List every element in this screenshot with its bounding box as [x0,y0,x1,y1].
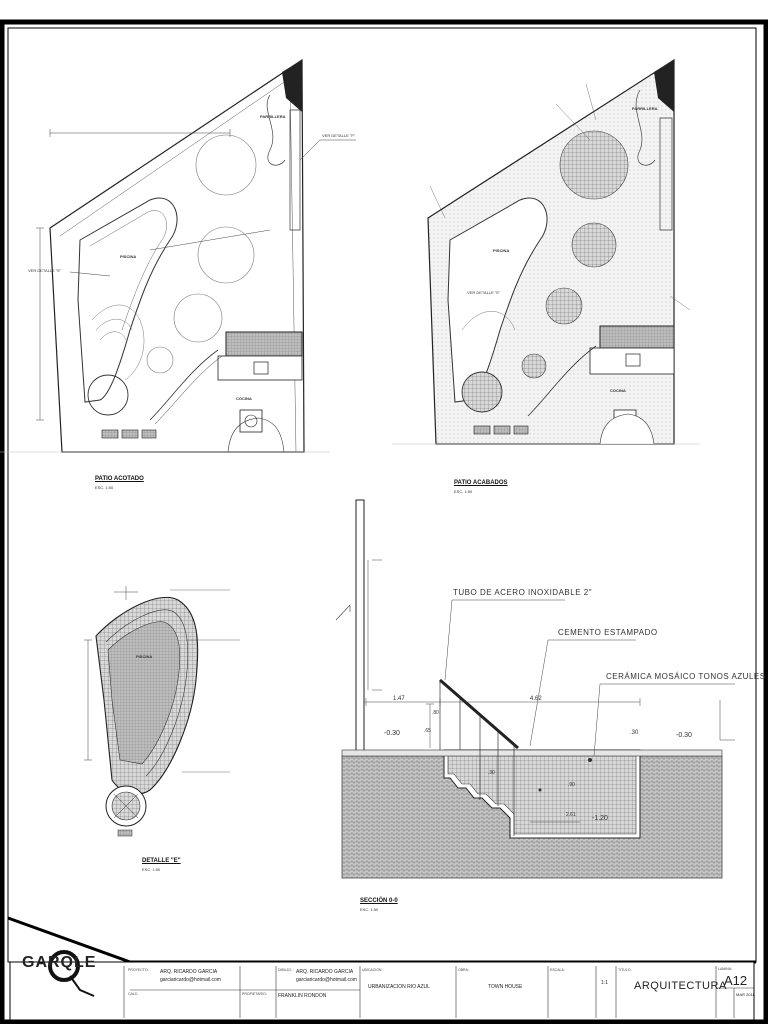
cemento-annotation: CEMENTO ESTAMPADO [558,628,658,637]
lamina-value: A12 [724,973,748,988]
seccion-scale: ESC. 1:50 [360,907,379,912]
parrillera-label: PARRILLERA [632,106,658,111]
detalle-e-plan [84,586,240,837]
propietario-name: FRANKLIN RONDON [278,993,327,999]
proyecto-email: garciaricardo@hotmail.com [160,977,221,983]
lamina-label: LAMINA: [718,967,733,971]
ubicacion-label: UBICACION: [362,968,383,972]
dim-65: .65 [424,728,431,734]
titulo-value: ARQUITECTURA [634,980,727,992]
dim-147: 1.47 [393,696,405,702]
obra-label: OBRA: [458,968,469,972]
cocina-label: COCINA [236,396,252,401]
logo-ring-icon [48,950,80,982]
patio-acotado-title: PATIO ACOTADO [95,476,144,482]
propietario-label: PROPIETARIO: [242,992,267,996]
level-left: -0.30 [384,730,400,737]
ceramica-annotation: CERÁMICA MOSÁICO TONOS AZULES [606,672,766,681]
pool-outline [77,197,178,403]
ver-detalle-e-label: VER DETALLE "E" [28,268,62,273]
titulo-label: TITULO: [618,968,632,972]
patio-acotado-scale: ESC. 1:50 [95,485,114,490]
logo-text: GARQLE [22,954,97,971]
dibujo-label: DIBUJO: [278,968,292,972]
ver-detalle-f-label: VER DETALLE "F" [322,133,356,138]
dim-462: 4.62 [530,696,542,702]
obra-value: TOWN HOUSE [488,984,523,990]
piscina-label: PISCINA [136,654,153,659]
detalle-e-scale: ESC. 1:50 [142,867,161,872]
title-block-frame [9,961,755,1021]
piscina-label: PISCINA [493,248,510,253]
proyecto-name: ARQ. RICARDO GARCIA [160,969,218,975]
dim-030: .30 [630,730,639,736]
level-right: -0.30 [676,732,692,739]
calculo-label: CALC: [128,992,139,996]
dim-80: .80 [432,710,439,716]
seccion-title: SECCIÓN 0-0 [360,898,398,904]
tubo-annotation: TUBO DE ACERO INOXIDABLE 2" [453,588,593,597]
dibujo-email: garciaricardo@hotmail.com [296,977,357,983]
patio-acabados-scale: ESC. 1:50 [454,489,473,494]
escala-value: 1:1 [601,980,608,986]
level-bottom: -1.20 [592,815,608,822]
cocina-label: COCINA [610,388,626,393]
dibujo-name: ARQ. RICARDO GARCIA [296,969,354,975]
patio-acabados-title: PATIO ACABADOS [454,480,508,486]
detalle-e-title: DETALLE "E" [142,858,181,864]
ubicacion-value: URBANIZACION RIO AZUL [368,984,430,990]
dim-261: 2.61 [566,812,576,818]
parrillera-label: PARRILLERA [260,114,286,119]
patio-acotado-plan [0,58,356,453]
fecha-value: MAR 2018 [736,992,755,997]
escala-label: ESCALA: [550,968,565,972]
ver-detalle-e-label: VER DETALLE "E" [467,290,501,295]
dim-30: .30 [488,770,495,776]
patio-acabados-plan [392,58,700,445]
dim-90: .90 [568,782,575,788]
proyecto-label: PROYECTO: [128,968,149,972]
piscina-label: PISCINA [120,254,137,259]
seccion-drawing [335,499,735,879]
